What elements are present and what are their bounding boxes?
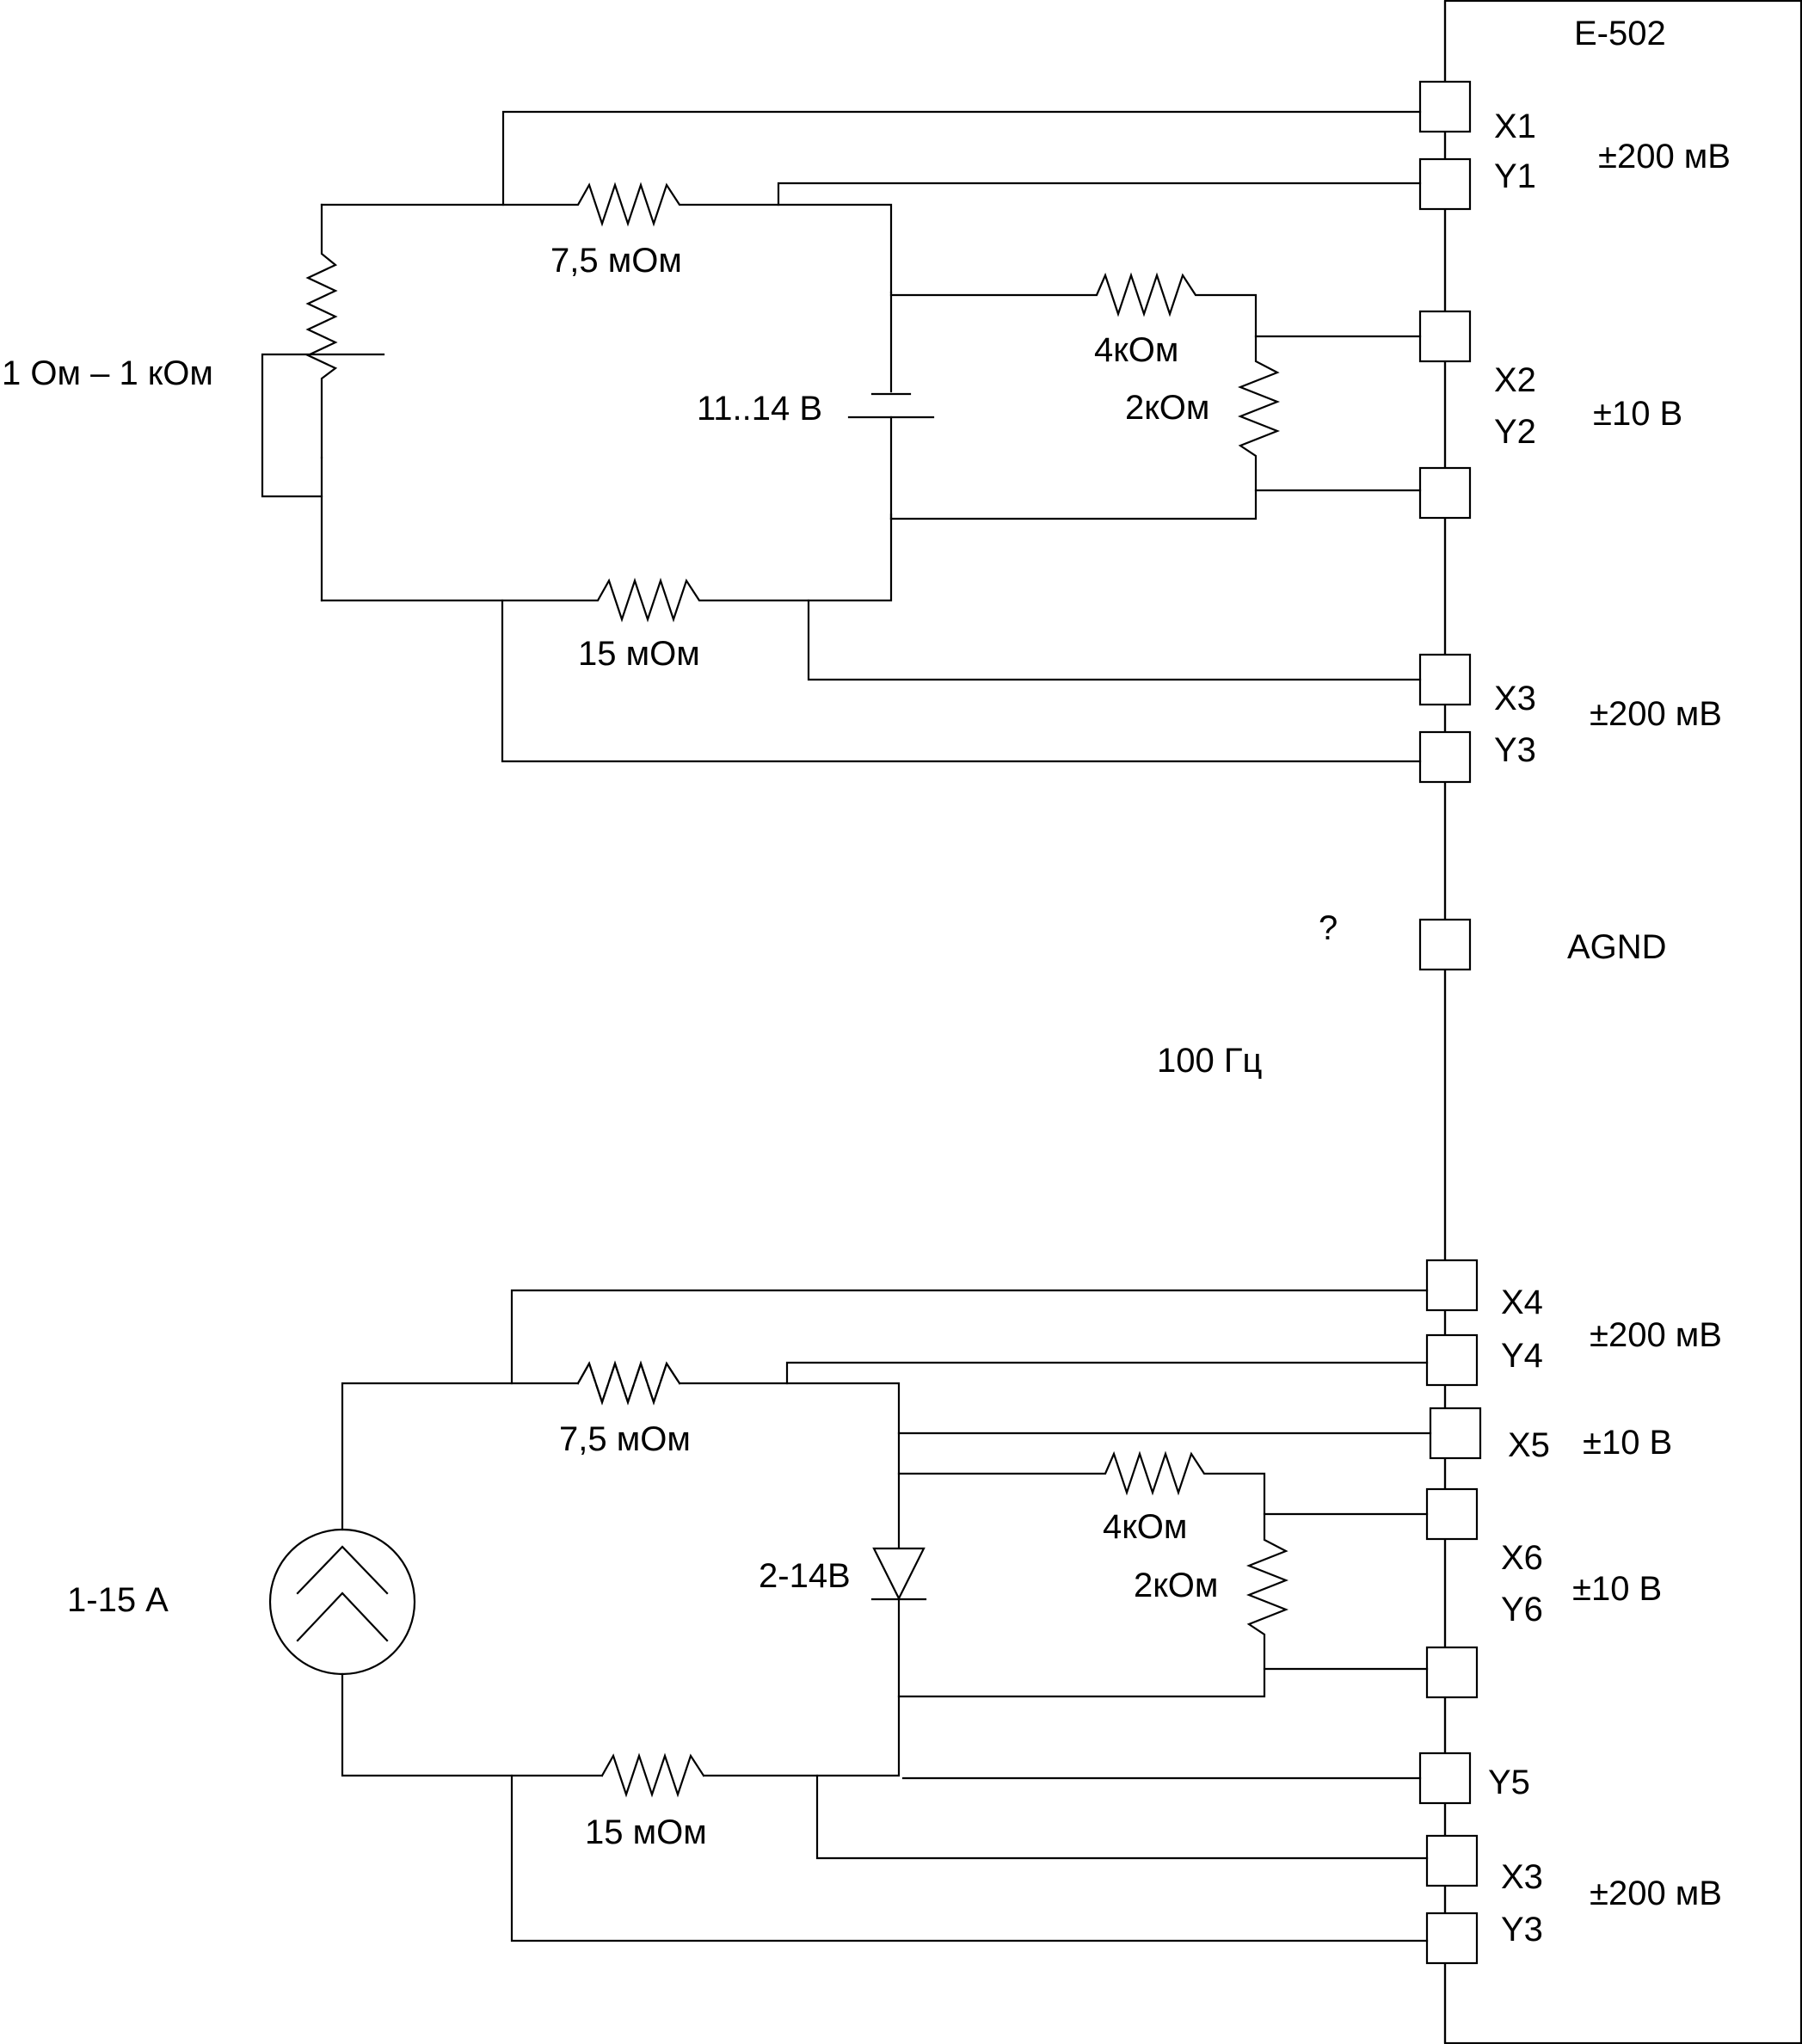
label-x2: X2 [1494,361,1536,399]
shunt-bottom-15-b [600,1752,705,1798]
battery-label: 11..14 В [697,390,822,428]
terminal-y5 [1418,1752,1472,1805]
label-y2: Y2 [1494,413,1536,451]
wire-x3-bottom [815,1774,1429,1860]
terminal-y2 [1418,466,1472,520]
shunt-bottom-b-label: 15 мОм [585,1813,707,1851]
rheostat-wiper [261,353,385,498]
terminal-agnd [1418,918,1472,971]
wire-y3-top [501,599,1422,763]
label-x3-top: X3 [1494,680,1536,717]
wire-y4 [785,1361,1429,1385]
label-y3-top: Y3 [1494,731,1536,769]
wire-x1 [501,110,1422,206]
range-label-2: ±10 В [1593,395,1682,433]
terminal-x2 [1418,310,1472,363]
label-x6: X6 [1501,1539,1543,1577]
shunt-bottom-label: 15 мОм [578,635,700,673]
divider-r2-b-label: 2кОм [1134,1567,1218,1604]
divider-r1-label: 4кОм [1094,331,1178,369]
rheostat-label: 1 Ом – 1 кОм [2,354,213,392]
voltage-divider [889,272,1280,520]
shunt-top-7-5-b-zigzag [576,1360,681,1406]
wire-y3-bottom [510,1774,1429,1942]
device-label: E-502 [1574,15,1666,52]
terminal-x3-bottom [1425,1834,1479,1887]
divider-r1-b-label: 4кОм [1103,1508,1187,1546]
question-mark: ? [1319,909,1338,947]
shunt-top-b-label: 7,5 мОм [559,1420,691,1458]
terminal-x1 [1418,80,1472,133]
terminal-y3-bottom [1425,1912,1479,1965]
e502-device-box [1443,0,1802,2044]
label-y5: Y5 [1488,1764,1530,1801]
wire-y1 [777,182,1422,206]
shunt-top-7-5 [320,182,893,294]
current-source-label: 1-15 А [67,1581,169,1619]
range-label-6: ±10 В [1572,1570,1662,1608]
diode-gap [895,1548,905,1600]
label-x4: X4 [1501,1284,1543,1321]
label-y1: Y1 [1494,157,1536,195]
range-label-4: ±200 мВ [1590,1316,1722,1354]
terminal-y3-top [1418,730,1472,784]
current-source [268,1528,416,1676]
label-y3-bottom: Y3 [1501,1911,1543,1949]
shunt-top-label: 7,5 мОм [550,242,682,280]
label-y4: Y4 [1501,1337,1543,1375]
range-label-1: ±200 мВ [1598,138,1731,175]
frequency-label: 100 Гц [1157,1042,1262,1080]
current-source-arrow-1 [296,1545,389,1595]
shunt-gap [579,1382,679,1385]
diode-triangle [872,1547,926,1601]
wire-x3-top [807,599,1422,681]
divider-r2-label: 2кОм [1125,389,1209,427]
label-y6: Y6 [1501,1591,1543,1628]
terminal-x5 [1429,1407,1482,1460]
terminal-y1 [1418,157,1472,211]
label-agnd: AGND [1567,928,1667,966]
range-label-5: ±10 В [1583,1424,1672,1462]
voltage-divider-bottom [897,1450,1288,1698]
terminal-y4 [1425,1333,1479,1387]
label-x3-bottom: X3 [1501,1858,1543,1896]
label-x5: X5 [1508,1426,1550,1464]
wire-x4 [510,1289,1429,1385]
terminal-x3-top [1418,653,1472,706]
terminal-x6 [1425,1487,1479,1541]
diode-label: 2-14В [759,1557,851,1595]
range-label-7: ±200 мВ [1590,1875,1722,1912]
range-label-3: ±200 мВ [1590,695,1722,733]
label-x1: X1 [1494,108,1536,145]
shunt-gap [603,1774,703,1777]
shunt-bottom-15 [320,513,893,623]
terminal-x4 [1425,1259,1479,1312]
current-source-arrow-2 [296,1591,389,1642]
terminal-y6 [1425,1646,1479,1699]
rheostat [305,203,338,459]
